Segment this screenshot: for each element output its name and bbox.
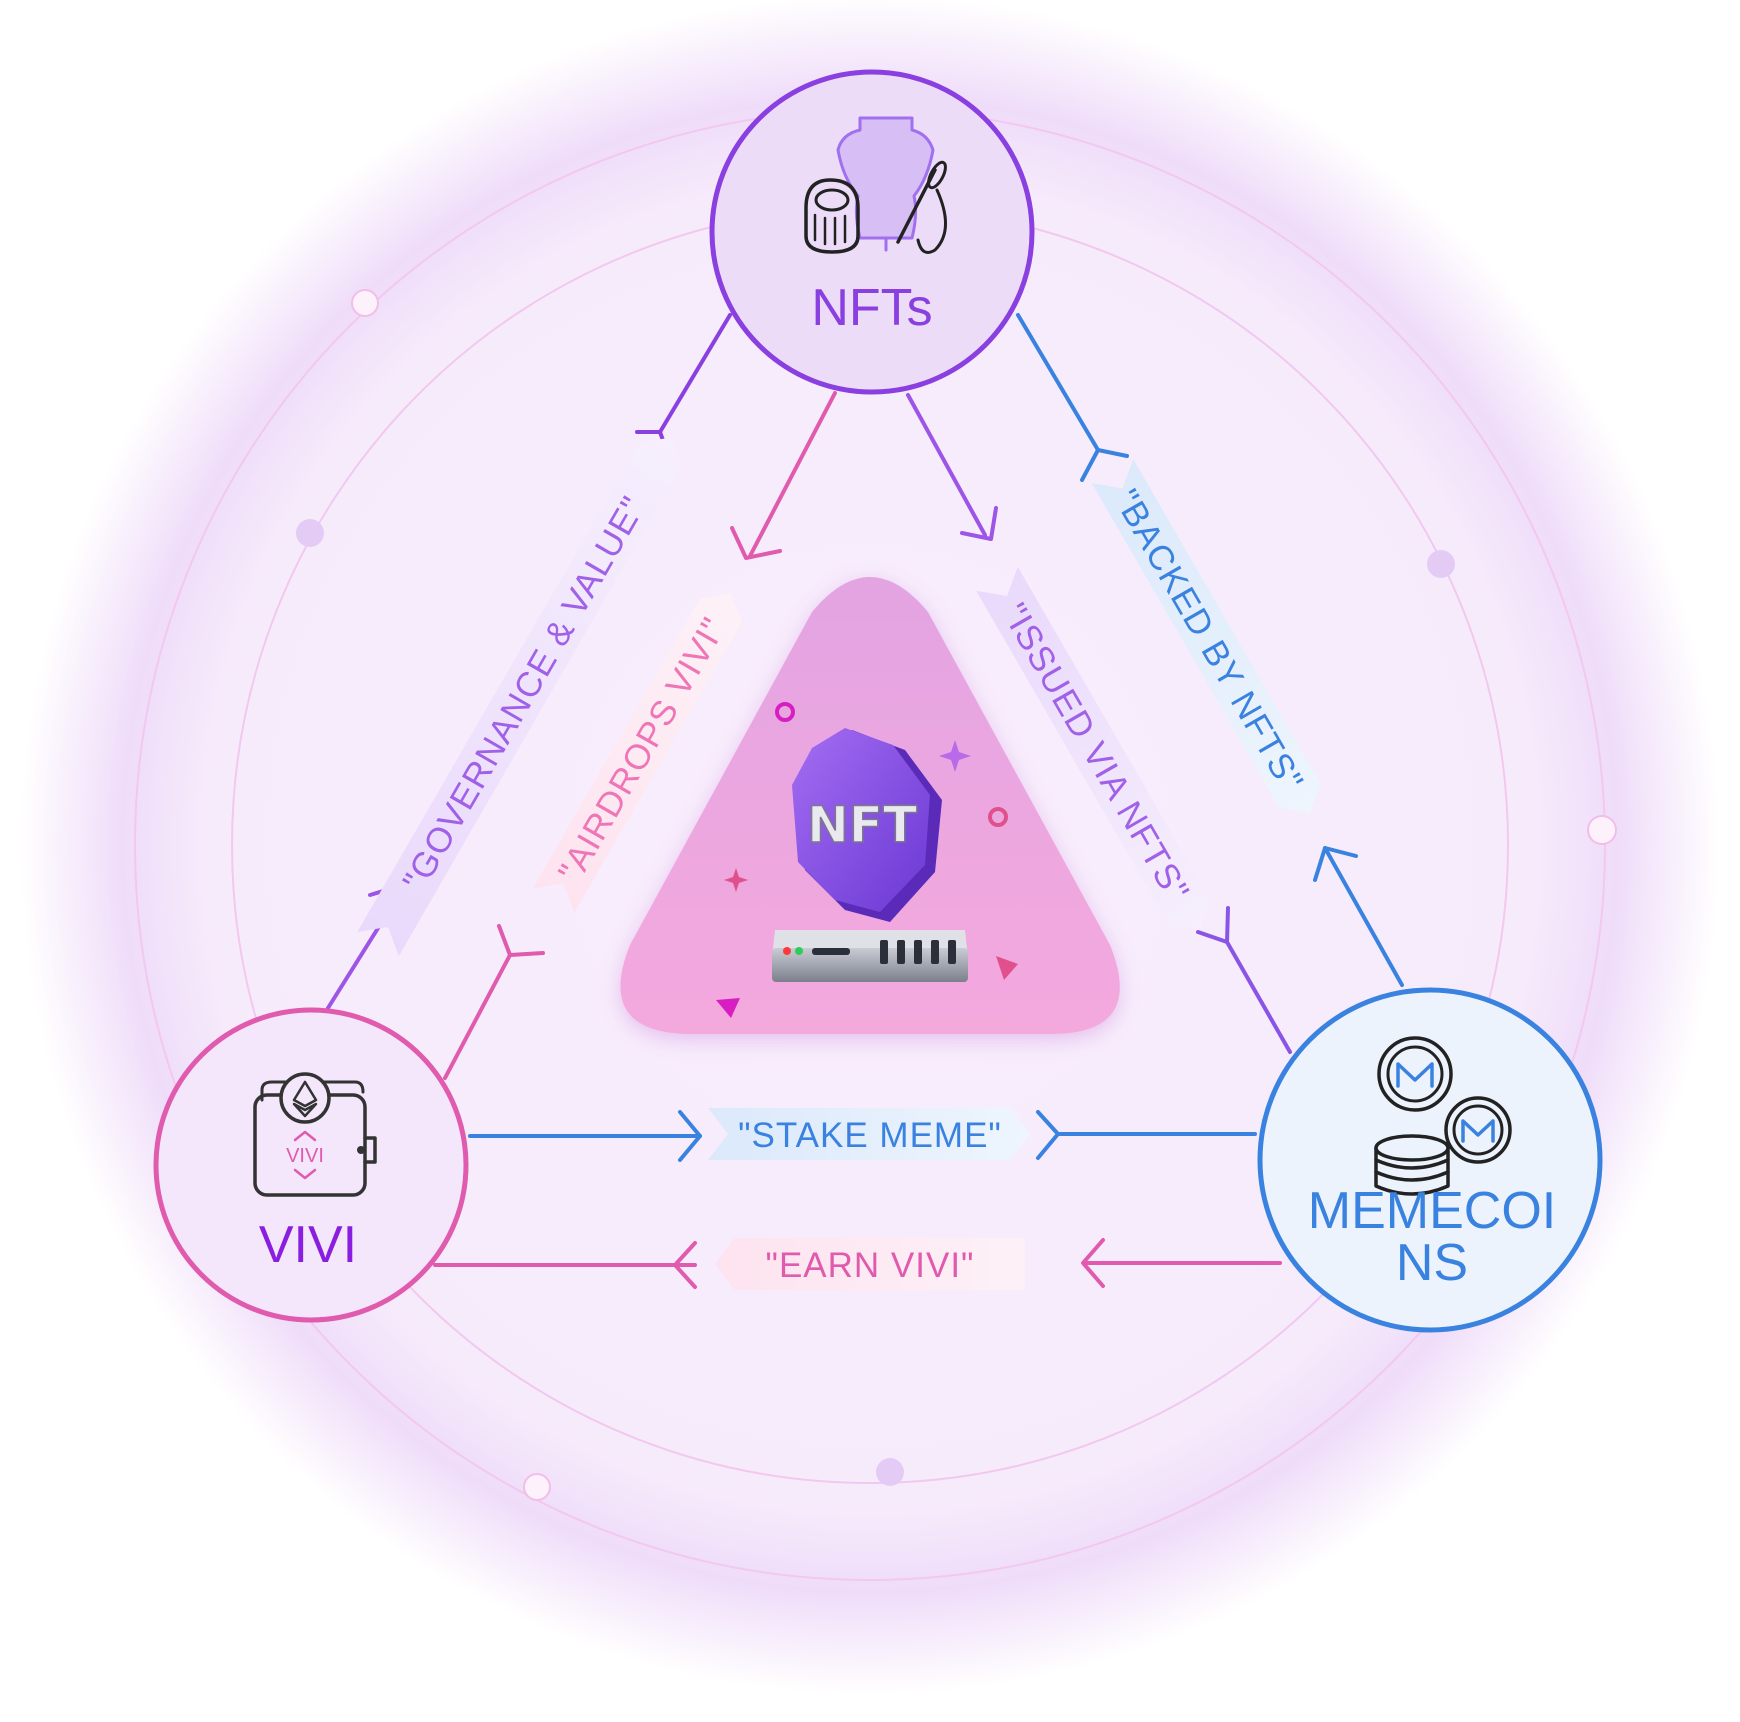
orbit-dot [1587,815,1617,845]
nft-badge-text: NFT [807,796,917,854]
orbit-dot [523,1473,551,1501]
wallet-vivi-text: VIVI [286,1145,324,1167]
backed-connector [1016,313,1404,987]
stake-text: "STAKE MEME" [738,1116,1002,1155]
memecoins-node[interactable]: MEMECOI NS [1257,987,1603,1333]
nfts-node[interactable]: NFTs [709,69,1035,395]
stake-label: "STAKE MEME" [708,1108,1030,1160]
fashion-mannequin-icon [804,116,947,254]
nfts-title: NFTs [811,279,932,337]
memecoins-title-line2: NS [1396,1234,1468,1292]
orbit-dot [1427,550,1455,578]
sparkle-decorations [716,702,1018,1018]
coins-icon [1374,1036,1512,1196]
sparkle-ring [775,702,795,722]
sparkle-triangle [716,998,740,1018]
wallet-icon: VIVI [253,1072,377,1197]
orbit-dot [876,1458,904,1486]
nft-server-icon: NFT [772,728,968,982]
memecoins-title-line1: MEMECOI [1308,1182,1556,1240]
orbit-dot [296,519,324,547]
vivi-title: VIVI [259,1216,357,1274]
vivi-node[interactable]: VIVI VIVI [153,1007,469,1323]
orbit-dot [351,289,379,317]
earn-label: "EARN VIVI" [715,1238,1025,1290]
earn-connector [433,1238,1282,1289]
sparkle-triangle [996,956,1018,980]
issued-connector [906,393,1292,1054]
sparkle-star [939,740,971,772]
airdrops-connector [443,391,837,1080]
earn-text: "EARN VIVI" [766,1246,975,1285]
sparkle-star [724,868,748,892]
sparkle-ring [988,807,1008,827]
stake-connector [468,1110,1257,1162]
